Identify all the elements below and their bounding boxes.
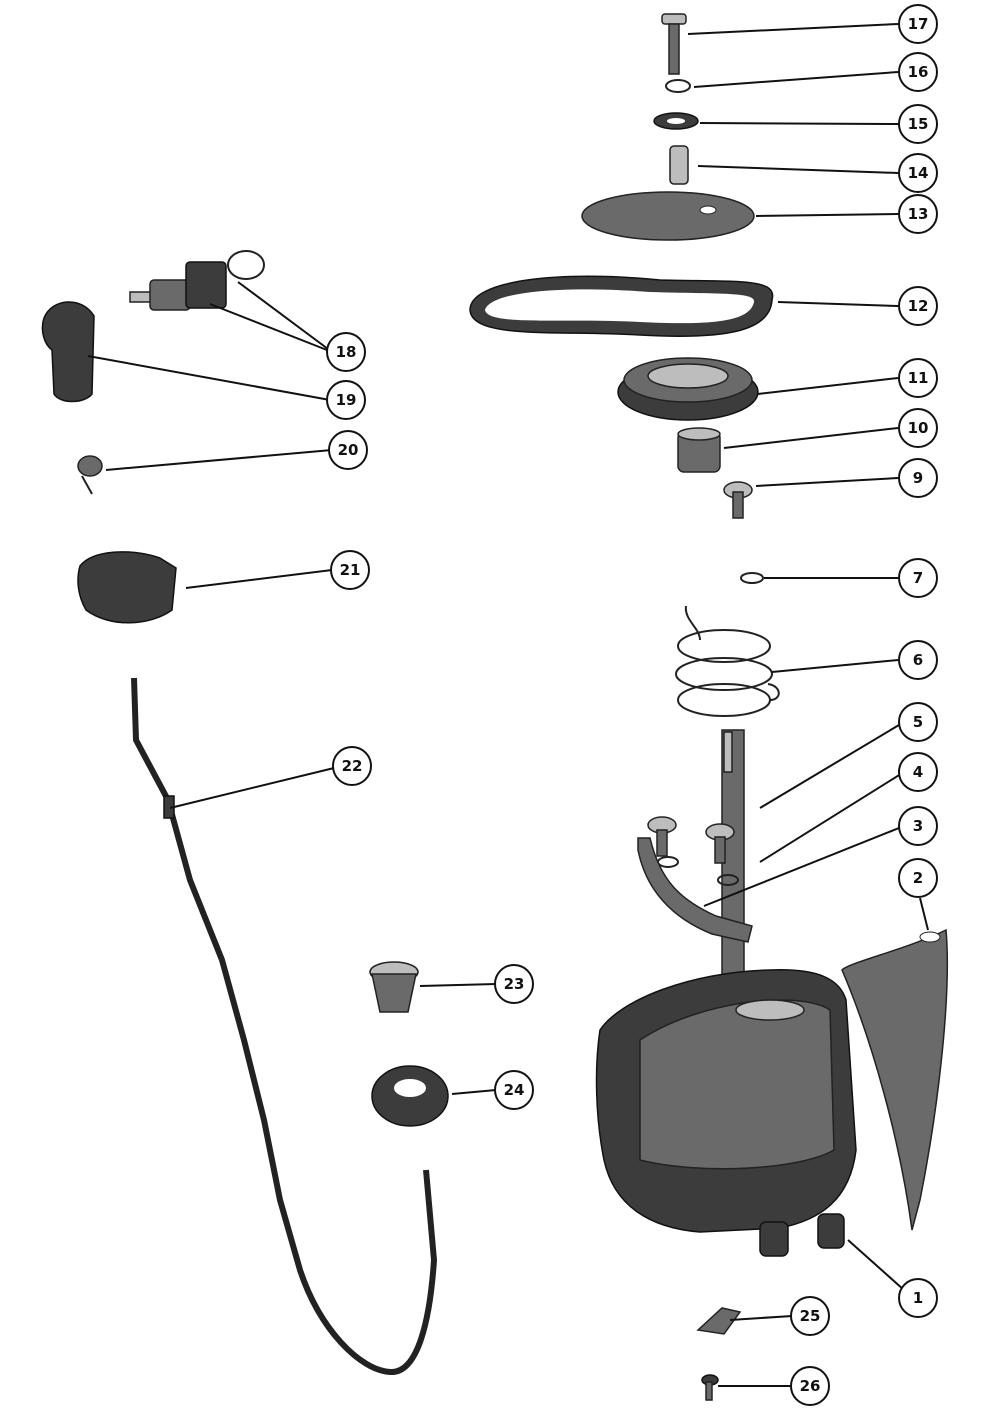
part-21-cover	[77, 551, 177, 624]
part-24-seal	[371, 1065, 449, 1127]
svg-text:26: 26	[800, 1377, 821, 1395]
part-26-screw	[701, 1374, 719, 1401]
svg-text:23: 23	[504, 975, 525, 993]
callout-6: 6	[898, 640, 938, 680]
svg-text:19: 19	[336, 391, 357, 409]
callout-2: 2	[898, 858, 938, 898]
svg-text:15: 15	[908, 115, 929, 133]
callout-21: 21	[330, 550, 370, 590]
callout-17: 17	[898, 4, 938, 44]
svg-text:22: 22	[342, 757, 363, 775]
callout-22: 22	[332, 746, 372, 786]
callout-9: 9	[898, 458, 938, 498]
svg-text:6: 6	[913, 651, 923, 669]
svg-text:24: 24	[504, 1081, 525, 1099]
callout-4: 4	[898, 752, 938, 792]
callout-20: 20	[328, 430, 368, 470]
callout-14: 14	[898, 153, 938, 193]
callout-15: 15	[898, 104, 938, 144]
part-15-washer	[653, 112, 699, 130]
callout-24: 24	[494, 1070, 534, 1110]
callout-11: 11	[898, 358, 938, 398]
callout-7: 7	[898, 558, 938, 598]
part-25-clip	[696, 1307, 742, 1335]
part-20-clip	[77, 455, 103, 495]
callout-19: 19	[326, 380, 366, 420]
svg-text:9: 9	[913, 469, 923, 487]
svg-text:11: 11	[908, 369, 929, 387]
part-23-grommet	[369, 961, 419, 1013]
part-16-washer	[665, 79, 691, 93]
part-5-shaft	[721, 729, 745, 1001]
svg-text:4: 4	[913, 763, 923, 781]
part-2-cover	[841, 928, 948, 1231]
part-19-boot	[41, 301, 95, 403]
part-17-screw	[661, 13, 687, 75]
part-13-plate	[581, 191, 755, 241]
svg-text:14: 14	[908, 164, 929, 182]
callout-16: 16	[898, 52, 938, 92]
leader-lines	[87, 23, 929, 1387]
part-14-sleeve	[669, 145, 689, 185]
svg-text:3: 3	[913, 817, 923, 835]
svg-text:7: 7	[913, 569, 923, 587]
callout-25: 25	[790, 1296, 830, 1336]
svg-text:12: 12	[908, 297, 929, 315]
svg-text:17: 17	[908, 15, 929, 33]
callout-1: 1	[898, 1278, 938, 1318]
svg-text:20: 20	[338, 441, 359, 459]
part-9-screw	[723, 481, 753, 519]
svg-text:16: 16	[908, 63, 929, 81]
callout-13: 13	[898, 194, 938, 234]
svg-text:13: 13	[908, 205, 929, 223]
part-6-spring	[675, 605, 780, 717]
callout-12: 12	[898, 286, 938, 326]
callout-10: 10	[898, 408, 938, 448]
part-18-plug	[129, 250, 265, 311]
svg-text:5: 5	[913, 713, 923, 731]
callout-3: 3	[898, 806, 938, 846]
svg-text:1: 1	[913, 1289, 923, 1307]
part-3-bracket	[637, 837, 753, 943]
part-12-belt	[469, 275, 774, 337]
callouts: 17 16 15 14 13 12 11 10 9 7 6 5 4 3 2 1 …	[326, 4, 938, 1406]
svg-text:25: 25	[800, 1307, 821, 1325]
part-22-cable	[131, 677, 438, 1375]
svg-text:2: 2	[913, 869, 923, 887]
callout-23: 23	[494, 964, 534, 1004]
part-7-washer	[740, 572, 764, 584]
callout-5: 5	[898, 702, 938, 742]
callout-26: 26	[790, 1366, 830, 1406]
svg-text:21: 21	[340, 561, 361, 579]
part-1-housing	[595, 969, 857, 1257]
svg-text:10: 10	[908, 419, 929, 437]
part-screws	[647, 816, 735, 864]
svg-text:18: 18	[336, 343, 357, 361]
callout-18: 18	[326, 332, 366, 372]
part-10-bushing	[677, 427, 721, 473]
part-11-pulley	[617, 357, 759, 421]
